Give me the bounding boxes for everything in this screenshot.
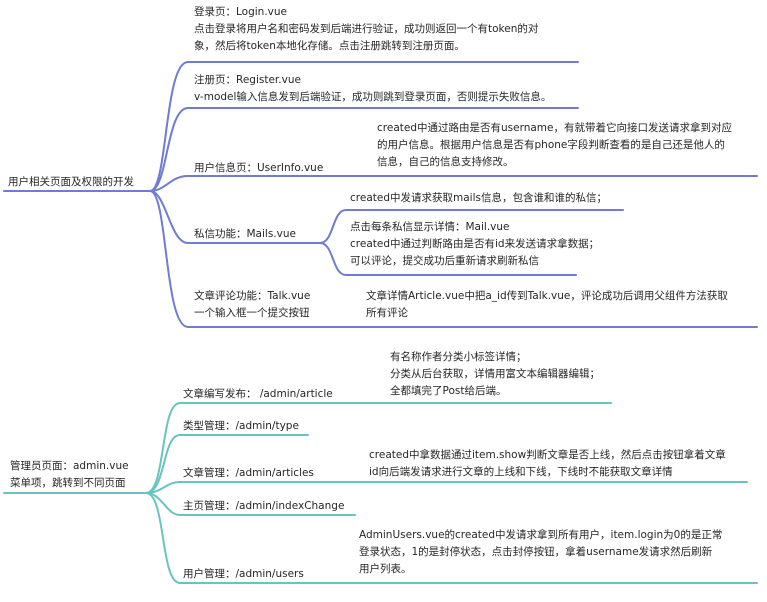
node-userinfo-detail: created中通过路由是否有username，有就带着它向接口发送请求拿到对应… <box>377 122 732 168</box>
node-mails-detail2: 点击每条私信显示详情：Mail.vue created中通过判断路由是否有id来… <box>350 221 600 267</box>
node-type: 类型管理：/admin/type <box>183 420 299 432</box>
node-article-detail: 有名称作者分类小标签详情； 分类从后台获取，详情用富文本编辑器编辑； 全都填完了… <box>390 351 600 397</box>
mails-detail2-line <box>319 242 577 276</box>
node-articles-detail: created中拿数据通过item.show判断文章是否上线，然后点击按钮拿着文… <box>369 449 726 478</box>
node-talk: 文章评论功能：Talk.vue 一个输入框一个提交按钮 <box>194 290 311 319</box>
branch-articles <box>145 481 347 494</box>
node-index: 主页管理：/admin/indexChange <box>183 500 345 512</box>
node-mails: 私信功能：Mails.vue <box>194 228 296 240</box>
root-user-pages: 用户相关页面及权限的开发 <box>8 176 134 188</box>
branch-mails <box>149 190 321 244</box>
root-admin-pages: 管理员页面：admin.vue 菜单项，跳转到不同页面 <box>10 460 129 489</box>
branch-login <box>149 61 579 192</box>
node-login: 登录页：Login.vue 点击登录将用户名和密码发到后端进行验证，成功则返回一… <box>194 6 539 52</box>
branch-talk <box>149 190 341 328</box>
branch-register <box>149 107 579 192</box>
node-mails-detail1: created中发请求获取mails信息，包含谁和谁的私信； <box>350 192 607 204</box>
branch-type <box>145 434 309 494</box>
node-users: 用户管理：/admin/users <box>183 568 304 580</box>
branch-article <box>145 402 347 494</box>
node-talk-detail: 文章详情Article.vue中把a_id传到Talk.vue，评论成功后调用父… <box>366 290 728 319</box>
node-articles: 文章管理：/admin/articles <box>183 467 314 479</box>
node-article: 文章编写发布： /admin/article <box>183 388 333 400</box>
node-userinfo: 用户信息页：UserInfo.vue <box>194 162 324 174</box>
node-users-detail: AdminUsers.vue的created中发请求拿到所有用户，item.lo… <box>359 529 723 575</box>
mails-detail1-line <box>319 209 624 244</box>
branch-users <box>145 492 347 584</box>
branch-userinfo <box>149 175 341 192</box>
node-register: 注册页：Register.vue v-model输入信息发到后端验证，成功则跳到… <box>194 74 552 103</box>
